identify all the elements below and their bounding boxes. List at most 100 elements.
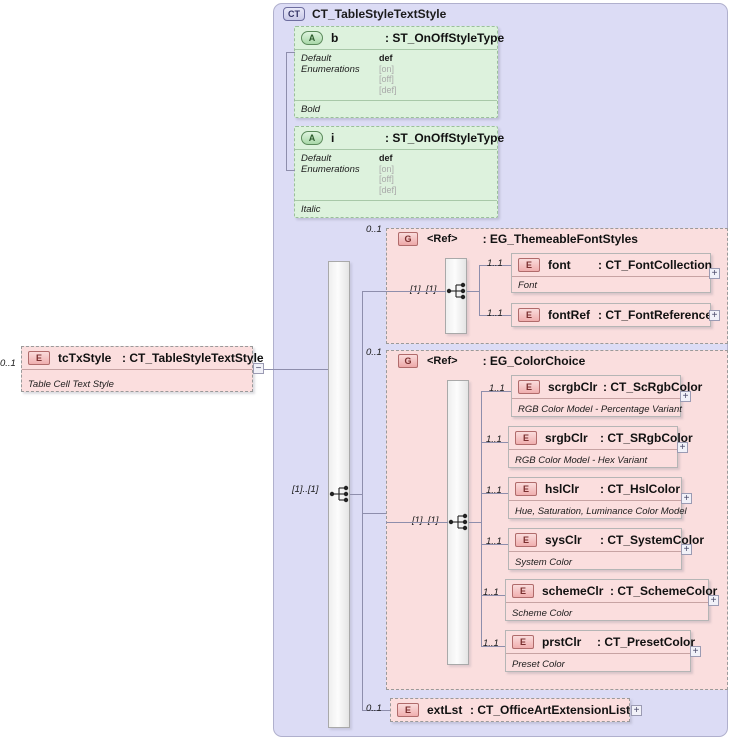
attribute-connector-vertical [286, 52, 287, 170]
element-srgbclr-header: E srgbClr : CT_SRgbColor [509, 427, 693, 450]
element-cardinality-prstclr: 1..1 [483, 638, 499, 649]
group-type: : EG_ColorChoice [482, 354, 586, 368]
element-badge-icon: E [515, 533, 537, 547]
group-cardinality-color: 0..1 [366, 347, 382, 358]
attribute-connector-b [286, 52, 295, 53]
branch-to-color-group [362, 513, 386, 514]
line-to-fontref [479, 315, 511, 316]
element-badge-icon: E [518, 258, 540, 272]
attribute-box-b[interactable]: A b : ST_OnOffStyleType Default Enumerat… [294, 26, 504, 118]
facet-enum-value: [off] [379, 174, 394, 184]
element-prstclr-header: E prstClr : CT_PresetColor [506, 631, 695, 654]
sequence-icon [329, 484, 351, 504]
element-cardinality-schemeclr: 1..1 [483, 587, 499, 598]
element-badge-icon: E [512, 635, 534, 649]
element-expand-toggle-schemeclr[interactable]: + [708, 595, 719, 606]
facet-enum-value: [def] [379, 84, 397, 95]
attribute-documentation: Italic [295, 200, 497, 217]
element-cardinality-font: 1..1 [487, 258, 503, 269]
element-expand-toggle-scrgbclr[interactable]: + [680, 391, 691, 402]
element-box-prstclr[interactable]: E prstClr : CT_PresetColor Preset Color [505, 630, 695, 672]
element-box-hslclr[interactable]: E hslClr : CT_HslColor Hue, Saturation, … [508, 477, 687, 519]
facet-label-list: Default Enumerations [301, 153, 360, 175]
element-expand-toggle-sysclr[interactable]: + [681, 544, 692, 555]
root-element-collapse-toggle[interactable]: − [253, 363, 264, 374]
element-box-fontref[interactable]: E fontRef : CT_FontReference [511, 303, 712, 327]
element-schemeclr-header: E schemeClr : CT_SchemeColor [506, 580, 717, 603]
attribute-badge-icon: A [301, 31, 323, 45]
group-badge-icon: G [398, 354, 418, 368]
element-type: : CT_OfficeArtExtensionList [470, 703, 631, 717]
group-header-font: G <Ref> : EG_ThemeableFontStyles [398, 231, 638, 247]
element-box-font[interactable]: E font : CT_FontCollection Font [511, 253, 712, 293]
element-badge-icon: E [515, 431, 537, 445]
facet-enum-value: [def] [379, 184, 397, 195]
element-expand-toggle-extlst[interactable]: + [631, 705, 642, 716]
attribute-i-facets: Default Enumerations def [on] [off] [def… [295, 150, 497, 197]
element-box-srgbclr[interactable]: E srgbClr : CT_SRgbColor RGB Color Model… [508, 426, 693, 468]
root-element-header: E tcTxStyle : CT_TableStyleTextStyle [22, 347, 264, 370]
element-cardinality-scrgbclr: 1..1 [489, 383, 505, 394]
element-name: font [548, 258, 571, 272]
page-title: CT_TableStyleTextStyle [312, 6, 447, 21]
element-expand-toggle-fontref[interactable]: + [709, 310, 720, 321]
element-type: : CT_SRgbColor [600, 431, 693, 445]
root-to-compositor-line [264, 369, 334, 370]
element-name: extLst [427, 703, 463, 717]
line-to-prstclr [481, 646, 505, 647]
main-compositor-cardinality: [1]..[1] [292, 484, 319, 495]
root-element-type: : CT_TableStyleTextStyle [122, 351, 264, 365]
element-documentation: Hue, Saturation, Luminance Color Model [515, 506, 687, 517]
element-documentation: System Color [515, 557, 573, 568]
branch-to-extlst [362, 710, 390, 711]
element-box-schemeclr[interactable]: E schemeClr : CT_SchemeColor Scheme Colo… [505, 579, 717, 621]
element-documentation: RGB Color Model - Percentage Variant [518, 404, 682, 415]
attribute-type: : ST_OnOffStyleType [385, 31, 505, 45]
element-name: sysClr [545, 533, 582, 547]
element-type: : CT_FontCollection [598, 258, 712, 272]
element-badge-icon: E [515, 482, 537, 496]
element-expand-toggle-prstclr[interactable]: + [690, 646, 701, 657]
main-branch-stub [350, 494, 363, 495]
font-branch-vertical [479, 265, 480, 315]
line-to-hslclr [481, 493, 508, 494]
facet-enum-value: [off] [379, 74, 394, 84]
element-type: : CT_PresetColor [597, 635, 696, 649]
root-element-box[interactable]: E tcTxStyle : CT_TableStyleTextStyle Tab… [21, 346, 264, 392]
attribute-name: i [331, 131, 335, 145]
element-scrgbclr-header: E scrgbClr : CT_ScRgbColor [512, 376, 702, 399]
attribute-type: : ST_OnOffStyleType [385, 131, 505, 145]
group-cardinality-font: 0..1 [366, 224, 382, 235]
element-name: srgbClr [545, 431, 588, 445]
attribute-box-i[interactable]: A i : ST_OnOffStyleType Default Enumerat… [294, 126, 504, 218]
element-badge-icon: E [397, 703, 419, 717]
color-branch-stub [469, 522, 482, 523]
attribute-b-facets: Default Enumerations def [on] [off] [def… [295, 50, 497, 97]
facet-value-list: def [on] [off] [def] [379, 53, 397, 95]
element-type: : CT_SystemColor [600, 533, 705, 547]
element-cardinality-extlst: 0..1 [366, 703, 382, 714]
element-extlst-header: E extLst : CT_OfficeArtExtensionList [391, 699, 631, 721]
element-name: scrgbClr [548, 380, 598, 394]
element-expand-toggle-font[interactable]: + [709, 268, 720, 279]
attribute-name: b [331, 31, 339, 45]
element-name: fontRef [548, 308, 590, 322]
choice-icon [448, 512, 470, 532]
element-box-extlst[interactable]: E extLst : CT_OfficeArtExtensionList [390, 698, 630, 722]
facet-label-list: Default Enumerations [301, 53, 360, 75]
element-badge-icon: E [518, 380, 540, 394]
element-cardinality-hslclr: 1..1 [486, 485, 502, 496]
element-box-scrgbclr[interactable]: E scrgbClr : CT_ScRgbColor RGB Color Mod… [511, 375, 702, 417]
attribute-connector-i [286, 170, 295, 171]
complex-type-header: CT CT_TableStyleTextStyle [283, 5, 446, 22]
element-documentation: Font [518, 280, 538, 291]
facet-default-value: def [379, 153, 393, 163]
font-branch-stub [467, 291, 480, 292]
element-box-sysclr[interactable]: E sysClr : CT_SystemColor System Color [508, 528, 704, 570]
facet-enum-value: [on] [379, 163, 395, 174]
element-expand-toggle-srgbclr[interactable]: + [677, 442, 688, 453]
choice-cardinality-color: [1]..[1] [412, 515, 439, 526]
element-badge-icon: E [518, 308, 540, 322]
element-expand-toggle-hslclr[interactable]: + [681, 493, 692, 504]
